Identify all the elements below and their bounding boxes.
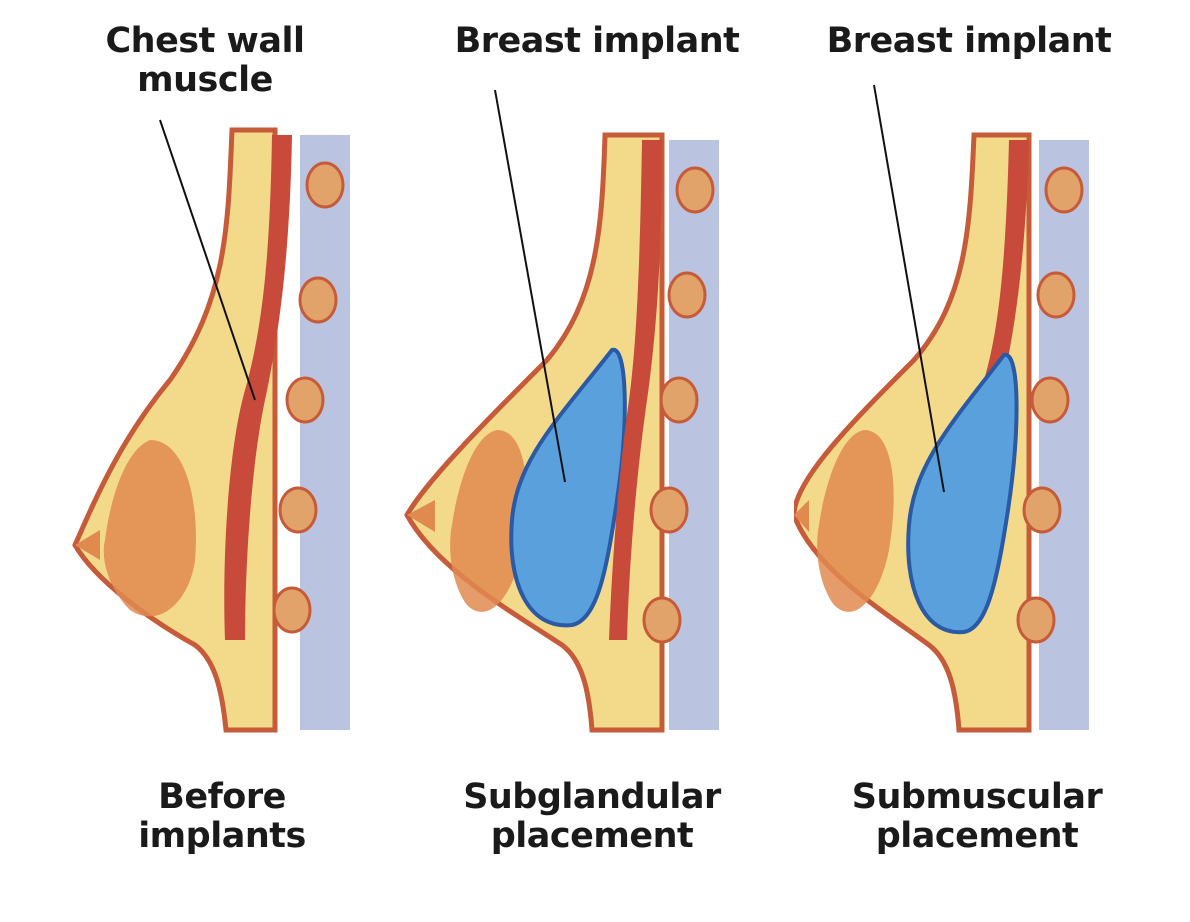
rib (667, 271, 707, 319)
mammary-gland (450, 430, 527, 612)
rib (272, 586, 312, 634)
label-leader-line (159, 119, 256, 401)
panel-before-implants: Chest wall muscle Before implants (0, 0, 396, 922)
label-leader-line (494, 89, 566, 483)
rib (642, 596, 682, 644)
chest-wall-muscle (609, 140, 662, 640)
subglandular-illustration (404, 89, 719, 733)
before-implants-illustration (72, 119, 350, 733)
breast-implant (906, 352, 1019, 635)
rib-space (669, 140, 719, 730)
rib (675, 166, 715, 214)
caption-subglandular-placement: Subglandular placement (463, 777, 721, 856)
rib (1022, 486, 1062, 534)
caption-submuscular-placement: Submuscular placement (851, 777, 1103, 856)
rib (1036, 271, 1076, 319)
label-breast-implant: Breast implant (454, 21, 740, 61)
submuscular-illustration (794, 84, 1089, 733)
panel-submuscular-placement: Breast implant Submuscular placement (794, 0, 1190, 922)
panel-subglandular-placement: Breast implant Subglandular placement (397, 0, 793, 922)
nipple (794, 500, 809, 532)
rib (305, 161, 345, 209)
rib (285, 376, 325, 424)
rib (298, 276, 338, 324)
rib (1044, 166, 1084, 214)
rib-space (1039, 140, 1089, 730)
label-chest-wall-muscle: Chest wall muscle (105, 21, 305, 100)
mammary-gland (817, 430, 894, 612)
nipple (75, 530, 100, 560)
nipple (407, 500, 435, 532)
rib (659, 376, 699, 424)
label-breast-implant: Breast implant (826, 21, 1112, 61)
rib (1016, 596, 1056, 644)
rib (649, 486, 689, 534)
rib (1030, 376, 1070, 424)
rib (278, 486, 318, 534)
mammary-gland (103, 440, 196, 617)
label-leader-line (873, 84, 945, 493)
chest-wall-muscle (224, 135, 292, 640)
caption-before-implants: Before implants (138, 777, 306, 856)
rib-space (300, 135, 350, 730)
breast-implant (509, 347, 627, 628)
